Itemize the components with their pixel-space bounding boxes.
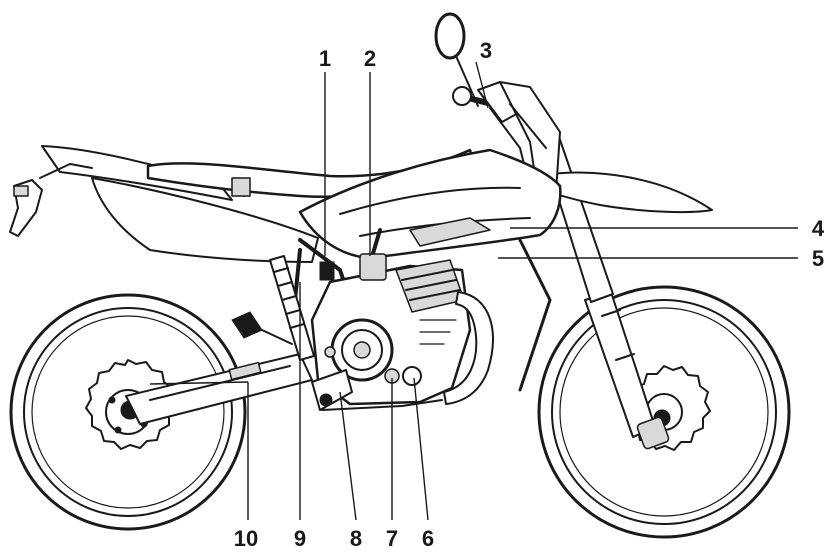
callout-9: 9 xyxy=(294,526,306,551)
callout-1: 1 xyxy=(319,46,331,71)
callout-8: 8 xyxy=(350,526,362,551)
callouts: 1 2 3 4 5 6 7 8 9 10 xyxy=(234,38,825,551)
handlebar-assembly xyxy=(434,12,561,193)
kickstarter xyxy=(311,369,353,411)
callout-5: 5 xyxy=(812,246,824,271)
rear-shock xyxy=(269,255,315,361)
engine xyxy=(310,253,494,411)
leader-lines xyxy=(149,61,798,521)
footpeg xyxy=(231,311,263,339)
exhaust-pipe xyxy=(443,291,494,405)
front-fender xyxy=(544,171,713,214)
callout-3: 3 xyxy=(480,38,492,63)
front-wheel xyxy=(537,285,791,539)
callout-7: 7 xyxy=(386,526,398,551)
rear-fender xyxy=(9,145,233,237)
callout-6: 6 xyxy=(422,526,434,551)
callout-10: 10 xyxy=(234,526,258,551)
fuel-tank-shroud xyxy=(298,148,562,260)
cylinder-head xyxy=(395,259,465,313)
rear-wheel xyxy=(9,293,247,531)
callout-4: 4 xyxy=(812,216,825,241)
callout-2: 2 xyxy=(364,46,376,71)
carburetor xyxy=(319,253,387,281)
